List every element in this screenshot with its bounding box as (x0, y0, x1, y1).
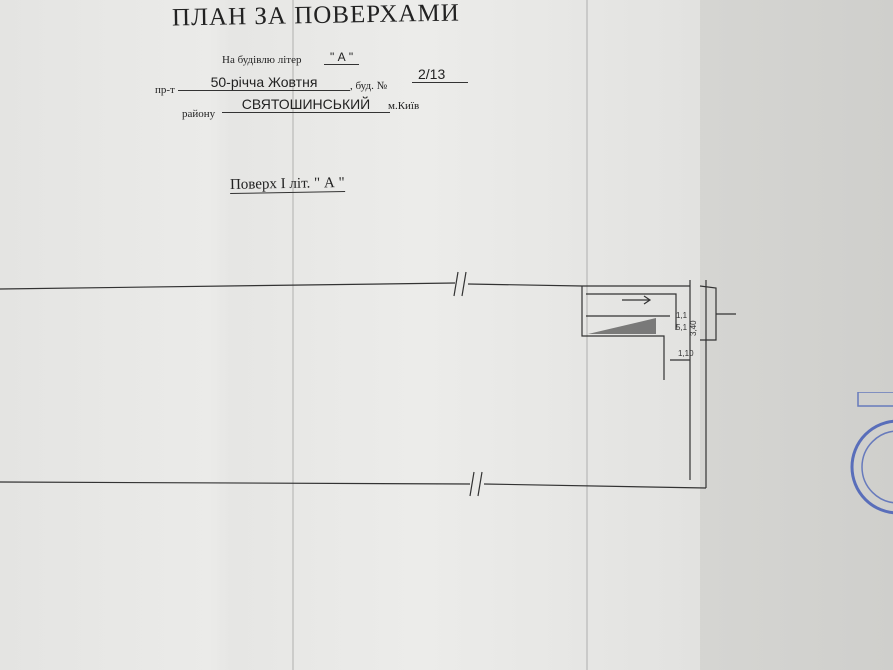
bottom-wall-line (0, 481, 471, 485)
district-name: СВЯТОШИНСЬКИЙ (222, 96, 390, 113)
district-label: району (182, 108, 216, 120)
room-outline (581, 286, 665, 380)
dimension-label: 1,1 (676, 311, 688, 320)
direction-arrow (622, 295, 652, 305)
fold-line (292, 0, 294, 670)
fold-line (586, 0, 588, 670)
document-sheet (0, 0, 700, 670)
city-label: м.Київ (388, 100, 420, 112)
room-outline (699, 285, 717, 341)
building-label: На будівлю літер (222, 54, 302, 66)
official-stamp (850, 392, 893, 515)
house-number: 2/13 (412, 66, 468, 83)
break-mark (453, 271, 467, 297)
building-letter: " А " (324, 50, 360, 65)
stair-hatch (588, 318, 656, 334)
dimension-label: 5,1 (676, 323, 688, 332)
break-mark (469, 471, 483, 497)
top-wall-line (0, 282, 456, 290)
dimension-label: 3,40 (689, 320, 698, 336)
house-label: , буд. № (350, 80, 388, 92)
top-wall-line (467, 283, 690, 287)
bottom-wall-line (483, 483, 707, 489)
street-name: 50-річча Жовтня (178, 74, 350, 91)
street-prefix: пр-т (155, 84, 175, 96)
room-outline (586, 293, 677, 330)
dimension-label: 1,10 (678, 349, 694, 358)
